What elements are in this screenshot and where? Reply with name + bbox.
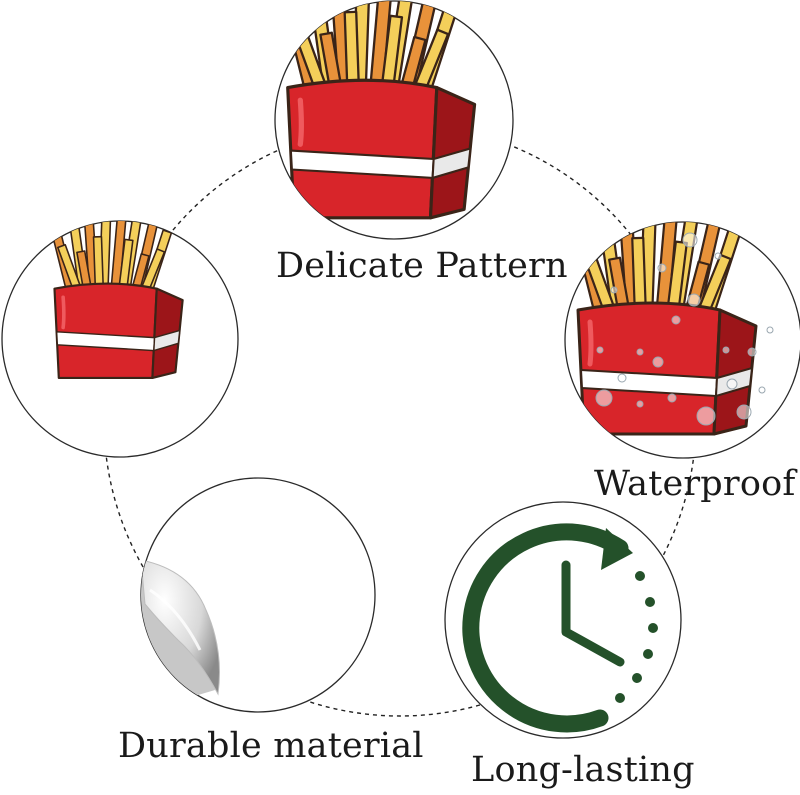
feature-label-durable-material: Durable material xyxy=(118,726,424,766)
sticker-main xyxy=(1,220,239,458)
long-lasting-badge xyxy=(444,501,682,739)
sticker-pattern xyxy=(274,0,514,240)
feature-label-delicate-pattern: Delicate Pattern xyxy=(276,246,568,286)
feature-label-waterproof: Waterproof xyxy=(594,464,796,504)
feature-label-long-lasting: Long-lasting xyxy=(471,750,695,790)
french-fries-icon xyxy=(282,0,475,218)
sticker-waterproof xyxy=(564,221,800,459)
clock-icon xyxy=(462,523,658,733)
sticker-backing xyxy=(140,477,376,713)
water-drops-icon xyxy=(595,232,774,426)
